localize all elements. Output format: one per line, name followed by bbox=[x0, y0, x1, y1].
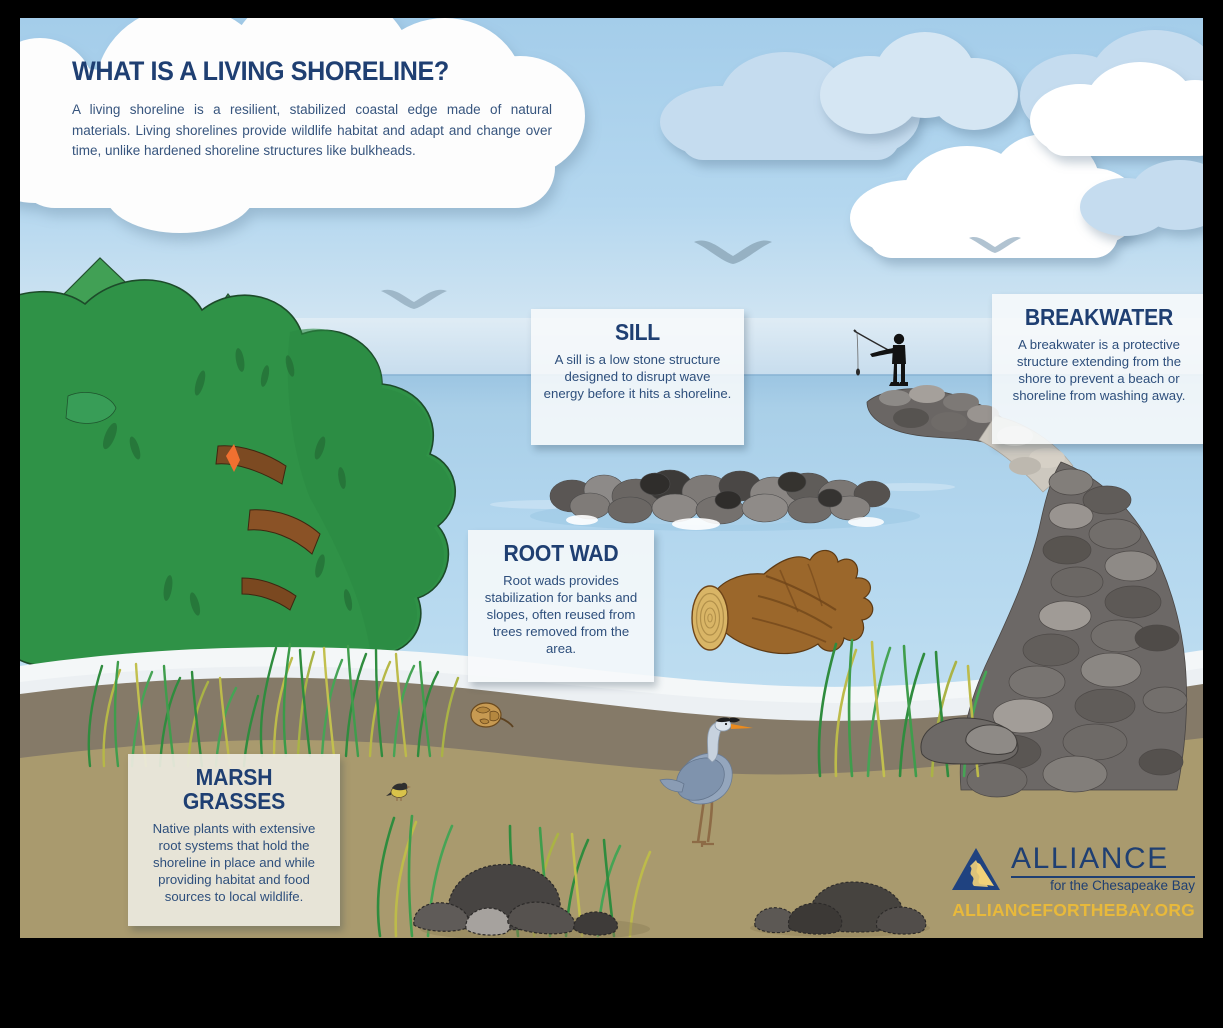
logo-divider bbox=[1011, 876, 1195, 878]
page-title: WHAT IS A LIVING SHORELINE? bbox=[72, 56, 449, 86]
logo-row: ALLIANCE for the Chesapeake Bay bbox=[950, 844, 1195, 893]
callout-marsh-grasses-title: MARSH GRASSES bbox=[182, 764, 286, 815]
marsh-grasses bbox=[87, 660, 260, 768]
sill-rocks bbox=[530, 469, 920, 531]
cloud-white-right bbox=[1030, 54, 1203, 164]
alliance-triangle-icon bbox=[952, 847, 1000, 890]
callout-breakwater[interactable]: BREAKWATER A breakwater is a protective … bbox=[992, 294, 1203, 444]
seagull-icon bbox=[969, 236, 1021, 253]
fisherman-silhouette bbox=[853, 329, 908, 386]
seagull-icon bbox=[694, 240, 772, 264]
callout-marsh-grasses-body: Native plants with extensive root system… bbox=[152, 821, 316, 905]
water-shimmer bbox=[490, 500, 610, 509]
callout-marsh-grasses[interactable]: MARSH GRASSES Native plants with extensi… bbox=[128, 754, 340, 926]
callout-root-wad[interactable]: ROOT WAD Root wads provides stabilizatio… bbox=[468, 530, 654, 682]
great-blue-heron bbox=[659, 717, 753, 847]
shore-rocks-far-right bbox=[920, 717, 1019, 765]
infographic-canvas: WHAT IS A LIVING SHORELINE? A living sho… bbox=[20, 18, 1203, 938]
seagull-icon bbox=[381, 289, 447, 309]
page-intro-text: A living shoreline is a resilient, stabi… bbox=[72, 102, 552, 159]
callout-sill-body: A sill is a low stone structure designed… bbox=[543, 352, 732, 402]
callout-sill[interactable]: SILL A sill is a low stone structure des… bbox=[531, 309, 744, 445]
forest-trees bbox=[20, 257, 457, 725]
cloud-pale-lower bbox=[1080, 158, 1203, 238]
callout-root-wad-title: ROOT WAD bbox=[503, 540, 619, 566]
callout-root-wad-body: Root wads provides stabilization for ban… bbox=[484, 573, 638, 657]
alliance-logo-block[interactable]: ALLIANCE for the Chesapeake Bay ALLIANCE… bbox=[950, 844, 1195, 921]
marsh-grasses bbox=[259, 642, 460, 758]
callout-sill-title: SILL bbox=[614, 319, 661, 345]
title-block: WHAT IS A LIVING SHORELINE? A living sho… bbox=[72, 56, 572, 162]
terrapin-turtle bbox=[470, 702, 514, 728]
water-shimmer bbox=[865, 483, 955, 491]
logo-tagline: for the Chesapeake Bay bbox=[1050, 877, 1195, 893]
cloud-pale-mid bbox=[820, 28, 1020, 138]
callout-breakwater-title: BREAKWATER bbox=[1024, 304, 1174, 330]
callout-breakwater-body: A breakwater is a protective structure e… bbox=[1012, 337, 1186, 404]
title-cloud-shape bbox=[20, 18, 615, 238]
logo-wordmark: ALLIANCE bbox=[1011, 842, 1169, 875]
songbird bbox=[386, 782, 411, 801]
root-wad-log bbox=[691, 549, 874, 655]
shore-rocks-left bbox=[413, 863, 650, 938]
shore-rocks-right bbox=[750, 881, 930, 937]
logo-website-url[interactable]: ALLIANCEFORTHEBAY.ORG bbox=[952, 900, 1195, 921]
